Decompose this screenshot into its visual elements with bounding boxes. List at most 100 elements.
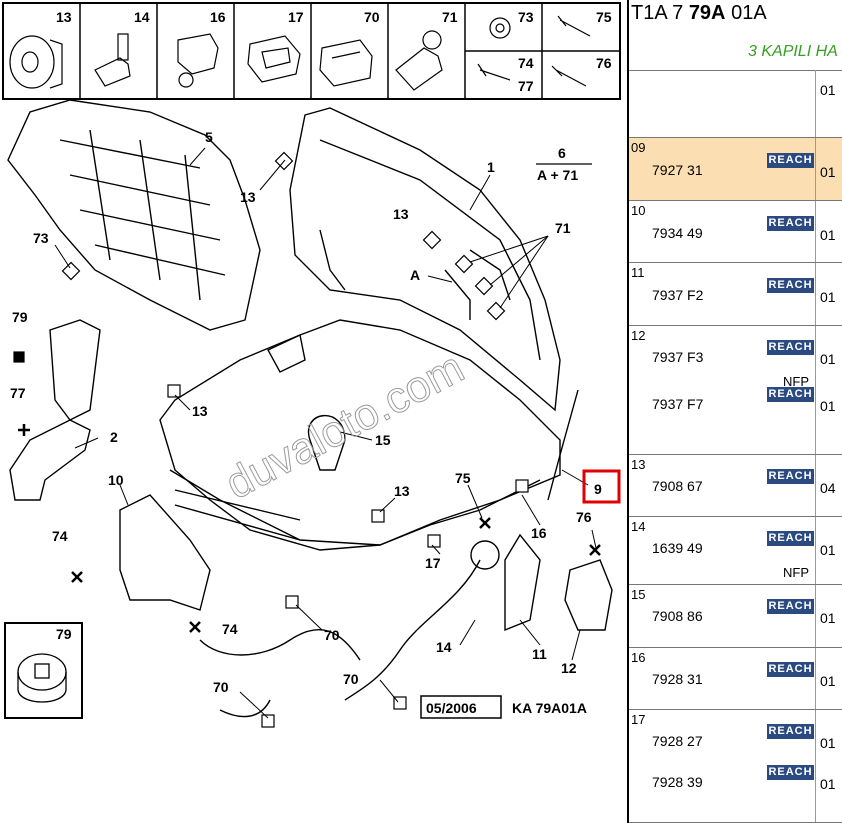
fraction: 6 A + 71 A: [410, 145, 592, 283]
callout-label: 17: [425, 555, 441, 571]
thumb-label: 16: [210, 9, 226, 25]
row-divider: [629, 137, 842, 138]
quantity: 01: [820, 289, 836, 305]
callout-label: 13: [394, 483, 410, 499]
callout-label: 70: [324, 627, 340, 643]
date-code: 05/2006: [426, 700, 477, 716]
callout-label: 12: [561, 660, 577, 676]
part-reference[interactable]: 7937 F7: [652, 396, 704, 412]
reach-badge: REACH: [767, 724, 814, 739]
callout-label: 71: [555, 220, 571, 236]
reference-code: KA 79A01A: [512, 700, 587, 716]
reach-badge: REACH: [767, 531, 814, 546]
row-number: 15: [631, 587, 646, 602]
reach-badge: REACH: [767, 387, 814, 402]
table-top-border: [629, 70, 842, 71]
row-divider: [629, 584, 842, 585]
row-divider: [629, 325, 842, 326]
callout-label: 1: [487, 159, 495, 175]
nfp-note: NFP: [783, 374, 809, 389]
thumb-label: 71: [442, 9, 458, 25]
part-reference[interactable]: 7908 86: [652, 608, 703, 624]
row-number: 12: [631, 328, 646, 343]
page-title: T1A 7 79A 01A: [631, 2, 767, 24]
thumb-label: 75: [596, 9, 612, 25]
parts-row[interactable]: 09 7927 31 REACH 01: [629, 138, 842, 201]
fraction-bottom: A + 71: [537, 167, 578, 183]
part-reference[interactable]: 7937 F2: [652, 287, 704, 303]
quantity-column-border: [815, 138, 816, 201]
callout-label: 2: [110, 429, 118, 445]
quantity: 01: [820, 673, 836, 689]
row-number: 10: [631, 203, 646, 218]
parts-row[interactable]: 01: [629, 70, 842, 138]
highlight-box: [582, 469, 621, 504]
cross-markers: [18, 424, 601, 633]
callout-label: 10: [108, 472, 124, 488]
quantity-column-border: [815, 70, 816, 823]
panel-divider: [627, 0, 629, 823]
quantity: 01: [820, 776, 836, 792]
part-reference[interactable]: 7928 39: [652, 774, 703, 790]
row-divider: [629, 647, 842, 648]
row-number: 09: [631, 140, 646, 155]
quantity: 01: [820, 227, 836, 243]
row-number: 13: [631, 457, 646, 472]
quantity: 04: [820, 480, 836, 496]
callout-label: 74: [222, 621, 238, 637]
quantity: 01: [820, 542, 836, 558]
row-divider: [629, 200, 842, 201]
thumb-label: 76: [596, 55, 612, 71]
callout-labels: 5 13 73 79 77 2 10 74 74 1 13 71 15 13 7…: [10, 129, 602, 695]
thumb-label: 74: [518, 55, 534, 71]
callout-label: 14: [436, 639, 452, 655]
reach-badge: REACH: [767, 153, 814, 168]
inset-label: 79: [56, 626, 72, 642]
row-divider: [629, 262, 842, 263]
callout-label: 76: [576, 509, 592, 525]
page-subtitle: 3 KAPILI HA: [748, 43, 838, 60]
quantity: 01: [820, 398, 836, 414]
callout-label-9: 9: [594, 481, 602, 497]
row-divider: [629, 454, 842, 455]
part-reference[interactable]: 7908 67: [652, 478, 703, 494]
row-divider: [629, 516, 842, 517]
reach-badge: REACH: [767, 340, 814, 355]
row-number: 16: [631, 650, 646, 665]
reach-badge: REACH: [767, 278, 814, 293]
inset-79: 79: [4, 622, 83, 719]
row-number: 14: [631, 519, 646, 534]
callout-label: 5: [205, 129, 213, 145]
callout-label: 16: [531, 525, 547, 541]
thumb-label: 70: [364, 9, 380, 25]
callout-label: 15: [375, 432, 391, 448]
callout-label: 70: [213, 679, 229, 695]
callout-label: 77: [10, 385, 26, 401]
part-reference[interactable]: 7928 27: [652, 733, 703, 749]
part-reference[interactable]: 1639 49: [652, 540, 703, 556]
reach-badge: REACH: [767, 469, 814, 484]
part-reference[interactable]: 7928 31: [652, 671, 703, 687]
parts-row[interactable]: 16 7928 31 REACH 01: [629, 648, 842, 710]
callout-label: 13: [240, 189, 256, 205]
part-reference[interactable]: 7937 F3: [652, 349, 704, 365]
part-reference[interactable]: 7927 31: [652, 162, 703, 178]
part-reference[interactable]: 7934 49: [652, 225, 703, 241]
reach-badge: REACH: [767, 662, 814, 677]
thumb-label: 14: [134, 9, 150, 25]
parts-diagram: 13 14 16 17 70 71 73 75 74 77 76: [2, 2, 621, 728]
callout-label: 13: [393, 206, 409, 222]
watermark: duvaloto.com: [218, 343, 472, 509]
reach-badge: REACH: [767, 765, 814, 780]
thumbnail-strip: [2, 2, 621, 100]
thumb-label: 73: [518, 9, 534, 25]
parts-row[interactable]: 13 7908 67 REACH 04: [629, 455, 842, 517]
quantity: 01: [820, 164, 836, 180]
quantity: 01: [820, 610, 836, 626]
